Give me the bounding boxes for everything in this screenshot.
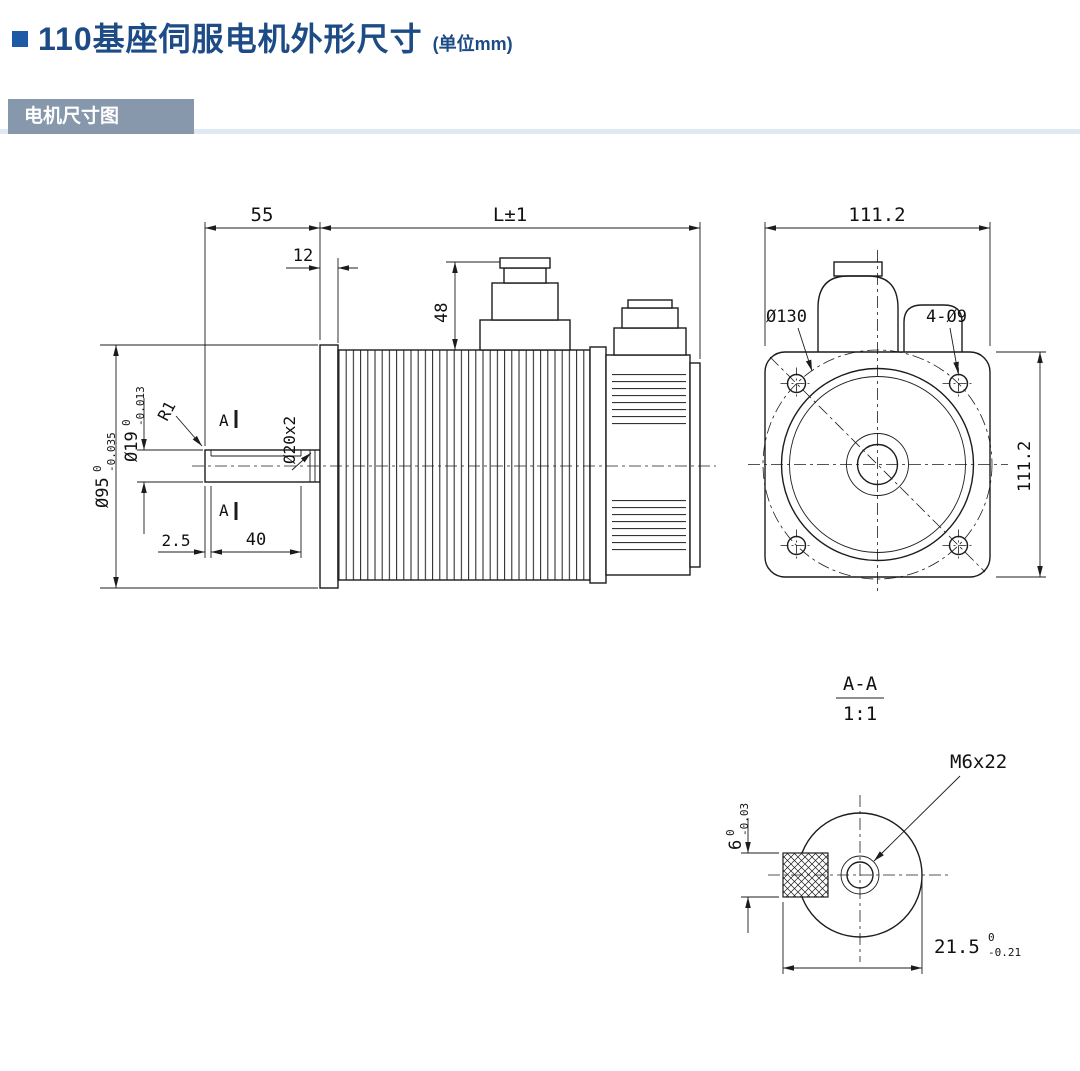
section-view-dimensions: M6x22 6 0 -0.03 21.5 0 -0.21 — [724, 751, 1021, 974]
svg-text:-0.03: -0.03 — [738, 803, 751, 836]
body-inner-circle — [789, 376, 966, 553]
pilot-diameter-label: Ø95 0 -0.035 — [91, 432, 118, 508]
svg-text:-0.013: -0.013 — [134, 386, 147, 426]
dim-flange-width-label: 111.2 — [848, 204, 905, 226]
svg-text:0: 0 — [120, 419, 133, 426]
key-depth-label: 21.5 — [934, 936, 980, 958]
relief-groove-label: Ø20x2 — [280, 416, 299, 464]
svg-text:111.2: 111.2 — [1015, 441, 1035, 492]
key-width-label: 6 0 -0.03 — [724, 803, 751, 850]
rear-ring — [589, 346, 607, 584]
side-view-dimension-lines — [100, 222, 701, 589]
front-view-dimensions: 111.2 111.2 Ø130 4-Ø9 — [764, 204, 1046, 578]
rear-end-cap — [689, 362, 701, 568]
svg-text:6: 6 — [726, 840, 746, 850]
tab-underline — [0, 129, 1080, 134]
svg-text:Ø19: Ø19 — [122, 431, 142, 462]
svg-text:0: 0 — [91, 465, 104, 472]
front-view-dimension-lines — [764, 222, 1046, 578]
center-tapped-hole — [846, 861, 874, 889]
bolt-circle-diameter-label: Ø130 — [766, 307, 807, 327]
rear-ribs-top — [612, 374, 686, 426]
section-view: A-A 1:1 M6x22 6 0 -0.03 — [724, 673, 1021, 974]
mounting-holes — [780, 367, 975, 562]
svg-text:R1: R1 — [154, 398, 180, 424]
unit-note: (单位mm) — [432, 34, 513, 54]
power-connector-front — [817, 275, 899, 352]
thread-circle — [840, 855, 880, 895]
svg-text:Ø20x2: Ø20x2 — [280, 416, 299, 464]
power-connector — [479, 257, 571, 351]
fillet-radius-label: R1 — [154, 398, 180, 424]
shaft-circle — [856, 443, 899, 486]
dim-body-length-label: L±1 — [493, 204, 527, 226]
body-circle — [780, 367, 975, 562]
shaft-hub-circle — [846, 433, 909, 496]
power-connector-cap-front — [833, 261, 883, 277]
dim-connector-height-label: 48 — [432, 303, 452, 323]
thread-spec-label: M6x22 — [950, 751, 1007, 773]
front-view: 111.2 111.2 Ø130 4-Ø9 — [748, 204, 1046, 592]
motor-body-finned — [337, 349, 591, 581]
dim-flange-height-label: 111.2 — [1015, 441, 1035, 492]
key-width-dimension-lines — [741, 818, 779, 933]
key-depth-dimension-lines — [782, 880, 923, 974]
svg-text:Ø95: Ø95 — [93, 477, 113, 508]
bolt-circle — [762, 349, 993, 580]
dim-key-length-label: 40 — [246, 530, 266, 550]
side-view-dimensions: 55 L±1 12 48 Ø19 0 -0.013 R1 Ø20x2 A A Ø… — [91, 204, 701, 589]
motor-dimension-drawing: 55 L±1 12 48 Ø19 0 -0.013 R1 Ø20x2 A A Ø… — [91, 204, 1046, 974]
key-depth-tol-up: 0 — [988, 931, 995, 944]
key-depth-tol-dn: -0.21 — [988, 946, 1021, 959]
section-title: A-A — [843, 673, 878, 695]
svg-text:0: 0 — [724, 829, 737, 836]
section-scale: 1:1 — [843, 703, 877, 725]
diagonal-centerline — [769, 356, 986, 573]
mount-holes-label: 4-Ø9 — [926, 307, 967, 327]
section-letter-top: A — [219, 411, 229, 430]
tab-motor-dimension-diagram[interactable]: 电机尺寸图 — [8, 99, 194, 134]
svg-text:-0.035: -0.035 — [105, 432, 118, 472]
motor-flange — [319, 344, 339, 589]
dim-key-offset-label: 2.5 — [162, 531, 191, 550]
section-bullet-icon — [12, 31, 28, 47]
side-view: 55 L±1 12 48 Ø19 0 -0.013 R1 Ø20x2 A A Ø… — [91, 204, 716, 589]
dim-shaft-length-label: 55 — [251, 204, 274, 226]
section-letter-bottom: A — [219, 501, 229, 520]
shaft-diameter-label: Ø19 0 -0.013 — [120, 386, 147, 462]
encoder-connector — [613, 299, 687, 356]
thread-leader — [873, 775, 961, 862]
svg-text:48: 48 — [432, 303, 452, 323]
page-title: 110基座伺服电机外形尺寸 — [38, 21, 423, 57]
dim-flange-thickness-label: 12 — [293, 246, 313, 266]
encoder-connector-front — [903, 304, 963, 352]
rear-ribs-bottom — [612, 496, 686, 552]
page-header: 110基座伺服电机外形尺寸 (单位mm) — [12, 14, 513, 60]
